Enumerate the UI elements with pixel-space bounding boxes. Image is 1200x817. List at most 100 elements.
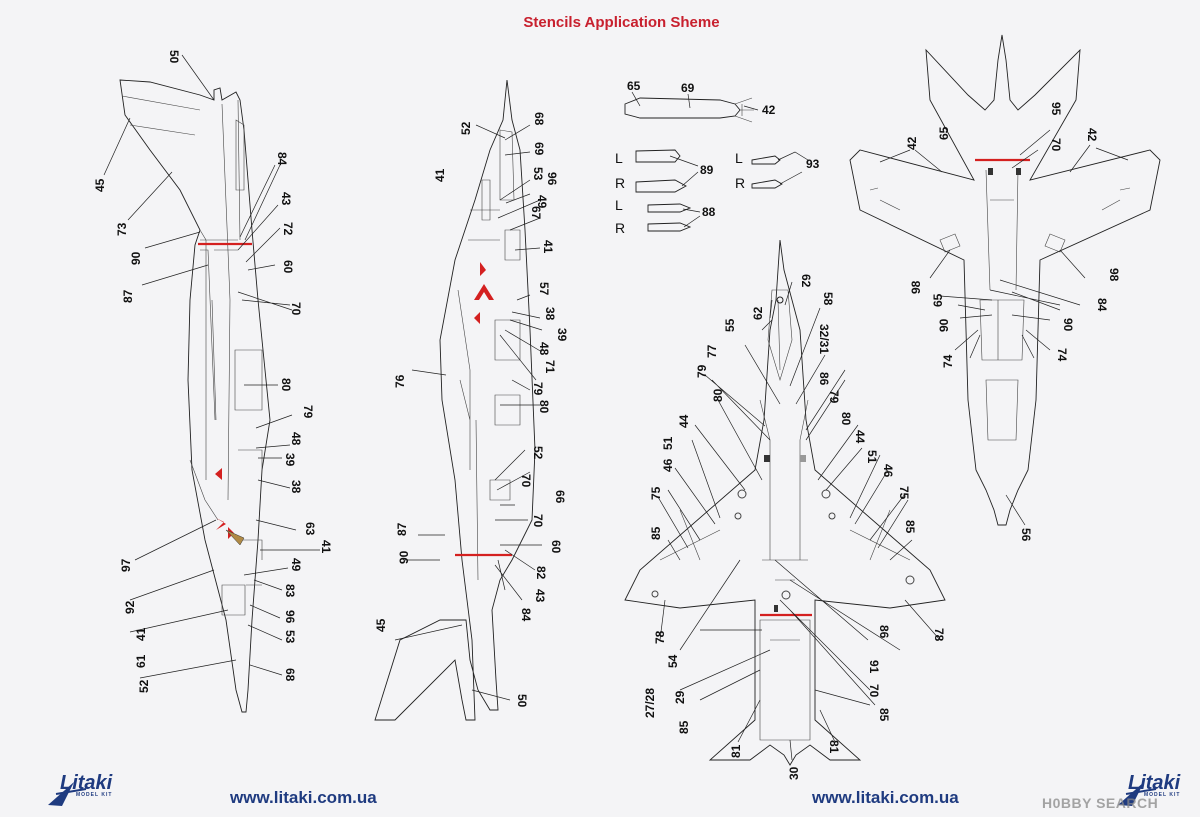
stores-left-label-3: L — [735, 150, 743, 166]
callout-label: 79 — [301, 405, 315, 419]
logo-right-text: Litaki — [1128, 772, 1181, 794]
callout-label: 52 — [459, 121, 473, 135]
callout-label: 44 — [853, 430, 867, 444]
callout-label: 62 — [751, 306, 765, 320]
callout-label: 41 — [319, 540, 333, 554]
sheet-title: Stencils Application Sheme — [523, 14, 720, 31]
callout-label: 96 — [283, 610, 297, 624]
callout-label: 95 — [1049, 102, 1063, 116]
right-side-view — [374, 79, 543, 721]
callout-label: 43 — [279, 192, 293, 206]
stores-right-label-3: R — [735, 175, 745, 191]
website-link-right[interactable]: www.litaki.com.ua — [812, 788, 959, 807]
callout-label: 70 — [867, 684, 881, 698]
callout-label: 88 — [702, 205, 716, 219]
callout-label: 43 — [533, 589, 547, 603]
callout-label: 70 — [1049, 138, 1063, 152]
callout-label: 57 — [537, 282, 551, 296]
callout-label: 96 — [545, 172, 559, 186]
callout-label: 87 — [121, 289, 135, 303]
callout-label: 75 — [649, 486, 663, 500]
callout-label: 82 — [534, 566, 548, 580]
callout-label: 81 — [827, 740, 841, 754]
callout-label: 42 — [762, 103, 776, 117]
callout-label: 85 — [877, 708, 891, 722]
callout-label: 73 — [115, 222, 129, 236]
callout-label: 60 — [281, 260, 295, 274]
callout-label: 98 — [1107, 268, 1121, 282]
callout-label: 58 — [821, 292, 835, 306]
callout-label: 52 — [531, 446, 545, 460]
callout-label: 80 — [537, 400, 551, 414]
callout-label: 78 — [932, 628, 946, 642]
callout-label: 45 — [374, 618, 388, 632]
callout-label: 86 — [877, 625, 891, 639]
callout-label: 84 — [275, 152, 289, 166]
callout-label: 84 — [1095, 298, 1109, 312]
callout-label: 41 — [433, 168, 447, 182]
callout-label: 50 — [167, 50, 181, 64]
logo-left: Litaki MODEL KIT — [60, 772, 112, 798]
callout-label: 49 — [289, 558, 303, 572]
callout-label: 65 — [937, 126, 951, 140]
stores-view: L R L R L R — [615, 91, 809, 236]
callout-label: 48 — [289, 432, 303, 446]
callout-label: 93 — [806, 157, 820, 171]
callout-label: 77 — [705, 344, 719, 358]
callout-label: 65 — [627, 79, 641, 93]
stores-right-label-1: R — [615, 175, 625, 191]
callout-label: 79 — [531, 382, 545, 396]
callout-label: 55 — [723, 318, 737, 332]
callout-label: 30 — [787, 766, 801, 780]
callout-label: 84 — [519, 608, 533, 622]
callout-label: 39 — [555, 328, 569, 342]
callout-label: 38 — [543, 307, 557, 321]
litaki-logo-mark-left — [48, 782, 87, 806]
logo-right-sub: MODEL KIT — [1144, 792, 1181, 798]
callout-label: 85 — [677, 720, 691, 734]
callout-label: 49 — [535, 195, 549, 209]
callout-label: 74 — [941, 354, 955, 368]
callout-label: 91 — [867, 660, 881, 674]
callout-label: 87 — [395, 522, 409, 536]
callout-label: 71 — [543, 360, 557, 374]
logo-right: Litaki MODEL KIT — [1128, 772, 1180, 798]
callout-label: 42 — [1085, 128, 1099, 142]
callout-label: 89 — [700, 163, 714, 177]
callout-label: 41 — [541, 240, 555, 254]
callout-label: 90 — [937, 318, 951, 332]
callout-label: 81 — [729, 744, 743, 758]
callout-label: 90 — [397, 550, 411, 564]
callout-label: 27/28 — [643, 688, 657, 718]
callout-label: 66 — [553, 490, 567, 504]
callout-label: 75 — [897, 486, 911, 500]
top-view — [849, 34, 1161, 526]
callout-label: 72 — [281, 222, 295, 236]
stores-left-label-1: L — [615, 150, 623, 166]
callout-label: 69 — [681, 81, 695, 95]
callout-label: 78 — [653, 630, 667, 644]
callout-label: 92 — [123, 600, 137, 614]
callout-label: 80 — [839, 412, 853, 426]
callout-label: 74 — [1055, 348, 1069, 362]
callout-label: 76 — [393, 374, 407, 388]
callout-label: 80 — [279, 378, 293, 392]
callout-label: 90 — [1061, 318, 1075, 332]
callout-label: 46 — [661, 458, 675, 472]
callout-label: 90 — [129, 251, 143, 265]
callout-label: 68 — [283, 668, 297, 682]
callout-label: 62 — [799, 274, 813, 288]
stores-right-label-2: R — [615, 220, 625, 236]
website-link-left[interactable]: www.litaki.com.ua — [230, 788, 377, 807]
logo-left-text: Litaki — [60, 772, 113, 794]
callout-label: 85 — [903, 520, 917, 534]
callout-label: 46 — [881, 464, 895, 478]
callout-label: 54 — [666, 654, 680, 668]
underside-view — [624, 239, 946, 766]
callout-label: 63 — [303, 522, 317, 536]
callout-label: 79 — [695, 364, 709, 378]
callout-label: 32/31 — [817, 324, 831, 354]
callout-label: 45 — [93, 178, 107, 192]
callout-label: 85 — [649, 526, 663, 540]
callout-label: 52 — [137, 679, 151, 693]
